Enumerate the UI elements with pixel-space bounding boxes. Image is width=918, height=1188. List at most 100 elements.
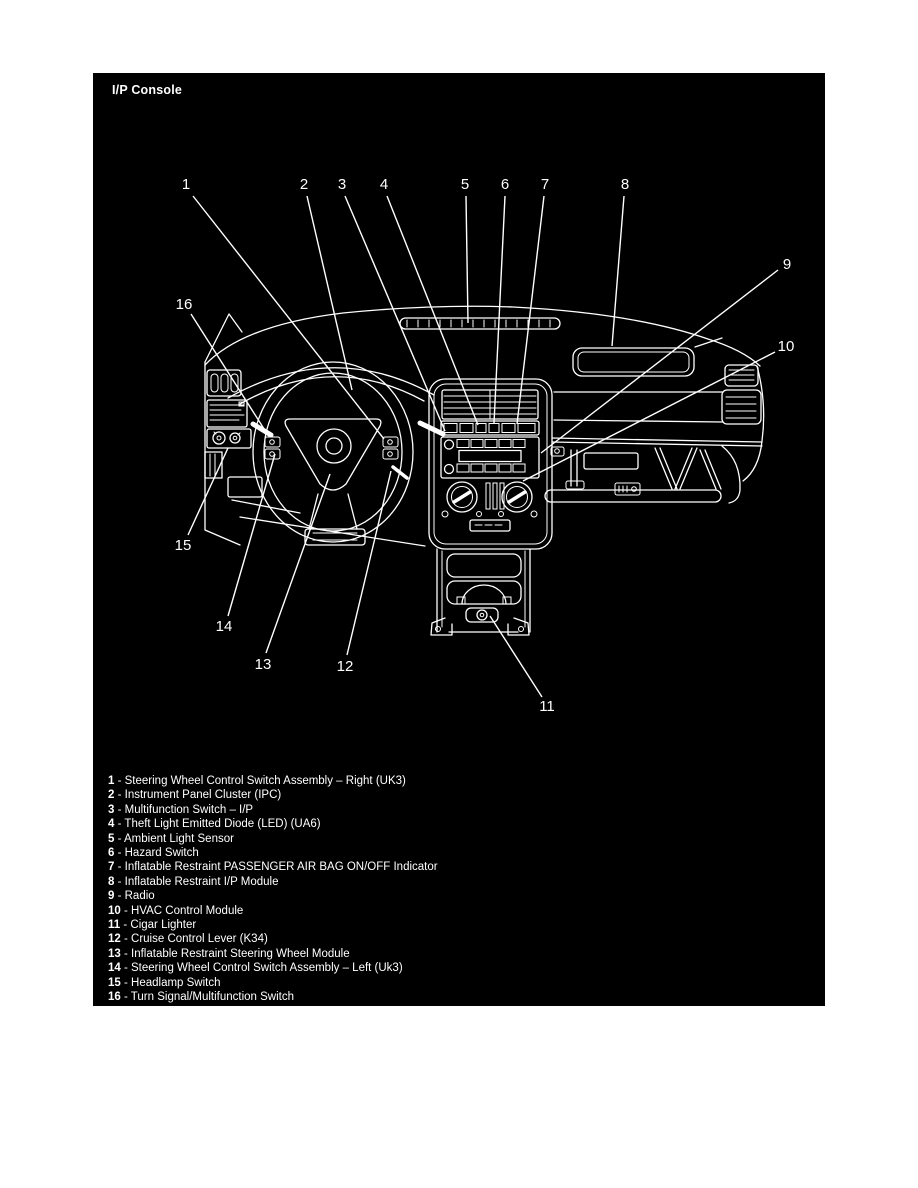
left-vent-slat — [210, 373, 219, 393]
dash-contour-lines — [553, 391, 724, 423]
callout-number-1: 1 — [182, 176, 190, 193]
callout-leader-13 — [265, 473, 331, 654]
left-vent — [206, 369, 242, 397]
callout-number-2: 2 — [300, 176, 308, 193]
radio-button — [498, 439, 512, 448]
left-lower-box — [227, 476, 263, 498]
hvac-slider — [485, 482, 491, 510]
radio-button — [512, 463, 526, 473]
callout-leader-1 — [192, 195, 385, 440]
callout-number-8: 8 — [621, 176, 629, 193]
legend-item-7: 7 - Inflatable Restraint PASSENGER AIR B… — [108, 861, 438, 874]
legend-item-number: 5 — [108, 832, 115, 845]
radio-button — [470, 439, 484, 448]
radio-knob — [443, 463, 455, 475]
legend-item-15: 15 - Headlamp Switch — [108, 976, 221, 989]
turn-signal-stalk — [250, 421, 274, 438]
lower-right-bolt — [554, 448, 560, 454]
callout-leader-15 — [187, 447, 229, 536]
row-button — [517, 423, 536, 433]
legend: 1 - Steering Wheel Control Switch Assemb… — [108, 774, 438, 1005]
legend-item-5: 5 - Ambient Light Sensor — [108, 832, 234, 845]
left-end-edge — [204, 361, 241, 546]
legend-item-8: 8 - Inflatable Restraint I/P Module — [108, 875, 279, 888]
legend-item-number: 4 — [108, 818, 115, 831]
right-spoke-switch — [382, 448, 399, 460]
callout-number-3: 3 — [338, 176, 346, 193]
sill-detail-ticks — [618, 485, 628, 493]
headlamp-switch — [206, 428, 252, 449]
legend-item-10: 10 - HVAC Control Module — [108, 904, 244, 917]
switch-button-row — [440, 420, 540, 436]
callout-leader-3 — [344, 195, 446, 432]
airbag-indicator-button — [501, 423, 516, 433]
passenger-airbag-inner — [577, 351, 690, 373]
left-switch-panel-button — [238, 401, 245, 407]
right-vent-slats — [725, 396, 757, 419]
callout-leader-12 — [346, 470, 392, 656]
headlamp-knob — [212, 431, 226, 445]
knee-bolster-line — [231, 499, 301, 514]
hvac-knob-left-pointer — [452, 490, 472, 504]
legend-item-14: 14 - Steering Wheel Control Switch Assem… — [108, 962, 403, 975]
radio-button — [512, 439, 526, 448]
radio-button — [456, 439, 470, 448]
legend-item-1: 1 - Steering Wheel Control Switch Assemb… — [108, 775, 406, 787]
cigar-lighter-center — [479, 612, 485, 618]
defroster-slot-ticks — [406, 319, 551, 328]
callout-number-10: 10 — [778, 338, 795, 355]
right-vent — [721, 389, 762, 425]
cluster-hood-outer — [227, 367, 435, 399]
dash-top-edge — [204, 305, 761, 367]
callout-number-14: 14 — [216, 618, 233, 635]
callout-number-7: 7 — [541, 176, 549, 193]
console-foot-bolt — [518, 626, 524, 632]
glove-box-tray — [583, 452, 639, 470]
cigar-lighter-bezel — [465, 607, 499, 623]
lower-right-tab — [550, 446, 565, 457]
right-spoke-switch — [382, 436, 399, 448]
radio-button — [484, 439, 498, 448]
hvac-button — [530, 510, 538, 518]
console-foot-bolt — [435, 626, 441, 632]
left-spoke-switch — [264, 448, 281, 460]
callout-leader-14 — [227, 453, 276, 617]
hvac-knob-right — [501, 481, 533, 513]
console-upper-bin — [446, 553, 522, 578]
console-latch — [456, 596, 466, 605]
left-vent-slat — [230, 373, 239, 393]
cigar-lighter — [476, 609, 488, 621]
legend-item-4: 4 - Theft Light Emitted Diode (LED) (UA6… — [108, 818, 321, 831]
callout-number-6: 6 — [501, 176, 509, 193]
legend-item-number: 13 — [108, 947, 121, 960]
callout-leader-16 — [190, 313, 267, 433]
right-lower-corner — [721, 445, 741, 504]
hvac-button — [476, 511, 482, 517]
callout-number-11: 11 — [539, 698, 555, 715]
center-stack-bezel — [428, 378, 553, 550]
left-spoke-button — [269, 439, 275, 445]
callout-number-15: 15 — [175, 537, 192, 554]
legend-item-number: 3 — [108, 803, 115, 816]
callout-leader-5 — [465, 195, 469, 324]
figure-title: I/P Console — [112, 83, 183, 97]
console-foot-right — [507, 617, 530, 636]
steering-wheel-rim-outer — [252, 361, 414, 543]
sill-detail — [614, 482, 641, 496]
legend-item-number: 2 — [108, 789, 115, 802]
headlamp-knob-center — [216, 435, 222, 441]
wheel-hub-inner — [325, 437, 343, 455]
legend-item-number: 6 — [108, 847, 115, 860]
legend-item-number: 14 — [108, 962, 121, 975]
dashboard-line-art — [204, 305, 765, 636]
support-foot — [565, 480, 585, 490]
callout-number-5: 5 — [461, 176, 469, 193]
lower-sill — [544, 489, 722, 503]
airbag-pad — [284, 418, 382, 491]
callout-number-9: 9 — [783, 256, 791, 273]
legend-item-16: 16 - Turn Signal/Multifunction Switch — [108, 991, 295, 1004]
legend-item-3: 3 - Multifunction Switch – I/P — [108, 803, 254, 816]
hvac-display — [469, 519, 511, 532]
